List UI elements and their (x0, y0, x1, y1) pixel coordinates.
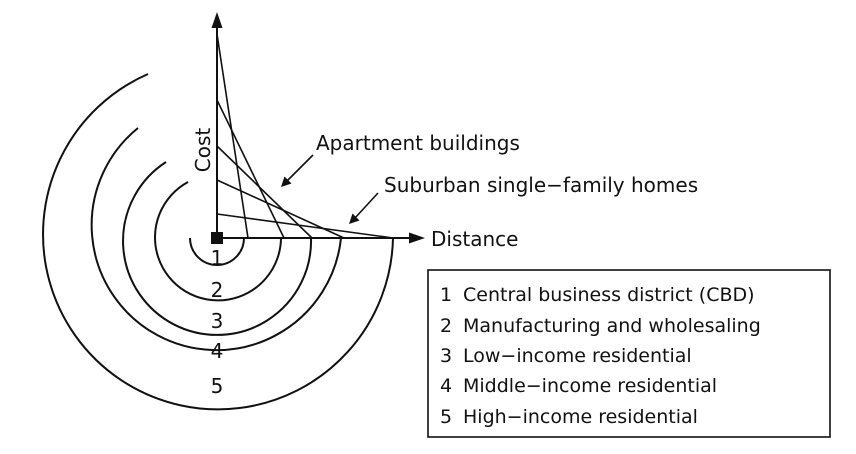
distance-axis-arrowhead (409, 232, 425, 244)
legend: 1 Central business district (CBD) 2 Manu… (427, 269, 831, 438)
zone-number-1: 1 (211, 246, 224, 270)
bid-rent-line-3 (216, 145, 313, 239)
legend-label-5: High−income residential (463, 406, 698, 428)
legend-label-2: Manufacturing and wholesaling (463, 315, 761, 337)
distance-axis-label: Distance (431, 227, 518, 251)
suburban-homes-label: Suburban single−family homes (384, 173, 698, 197)
legend-label-1: Central business district (CBD) (463, 284, 755, 306)
axes (211, 12, 425, 244)
legend-number-1: 1 (440, 284, 452, 306)
bid-rent-line-1 (216, 33, 249, 239)
zone-number-3: 3 (211, 309, 224, 333)
zone-number-2: 2 (211, 278, 224, 302)
legend-number-5: 5 (440, 406, 452, 428)
legend-number-2: 2 (440, 315, 452, 337)
zone-rings (42, 73, 394, 411)
apartment-annotation: Apartment buildings (281, 131, 520, 187)
cost-axis-label: Cost (191, 128, 215, 173)
legend-item-2: 2 Manufacturing and wholesaling (440, 315, 761, 337)
suburban-annotation: Suburban single−family homes (349, 173, 698, 224)
apartment-pointer-arrowhead (281, 176, 292, 187)
legend-number-4: 4 (440, 375, 452, 397)
legend-item-5: 5 High−income residential (440, 406, 698, 428)
bid-rent-lines (216, 33, 394, 239)
cost-axis-arrowhead (211, 12, 223, 28)
legend-item-3: 3 Low−income residential (440, 345, 692, 367)
bid-rent-line-2 (216, 99, 285, 239)
apartment-pointer-line (286, 154, 314, 182)
zone-numbers: 1 2 3 4 5 (211, 246, 224, 398)
legend-label-3: Low−income residential (463, 345, 692, 367)
zone-ring-1 (189, 237, 245, 266)
zone-ring-2 (154, 181, 282, 302)
legend-item-1: 1 Central business district (CBD) (440, 284, 755, 306)
suburban-pointer-line (354, 192, 379, 219)
legend-box (427, 269, 831, 438)
suburban-pointer-arrowhead (349, 213, 360, 224)
zone-number-4: 4 (211, 339, 224, 363)
origin-marker (211, 232, 223, 244)
zone-ring-4 (90, 127, 342, 352)
apartment-buildings-label: Apartment buildings (316, 131, 520, 155)
legend-item-4: 4 Middle−income residential (440, 375, 717, 397)
zone-ring-5 (42, 73, 394, 411)
bid-rent-line-5 (216, 213, 394, 239)
zone-ring-3 (122, 161, 313, 336)
legend-label-4: Middle−income residential (463, 375, 717, 397)
zone-number-5: 5 (211, 374, 224, 398)
legend-number-3: 3 (440, 345, 452, 367)
